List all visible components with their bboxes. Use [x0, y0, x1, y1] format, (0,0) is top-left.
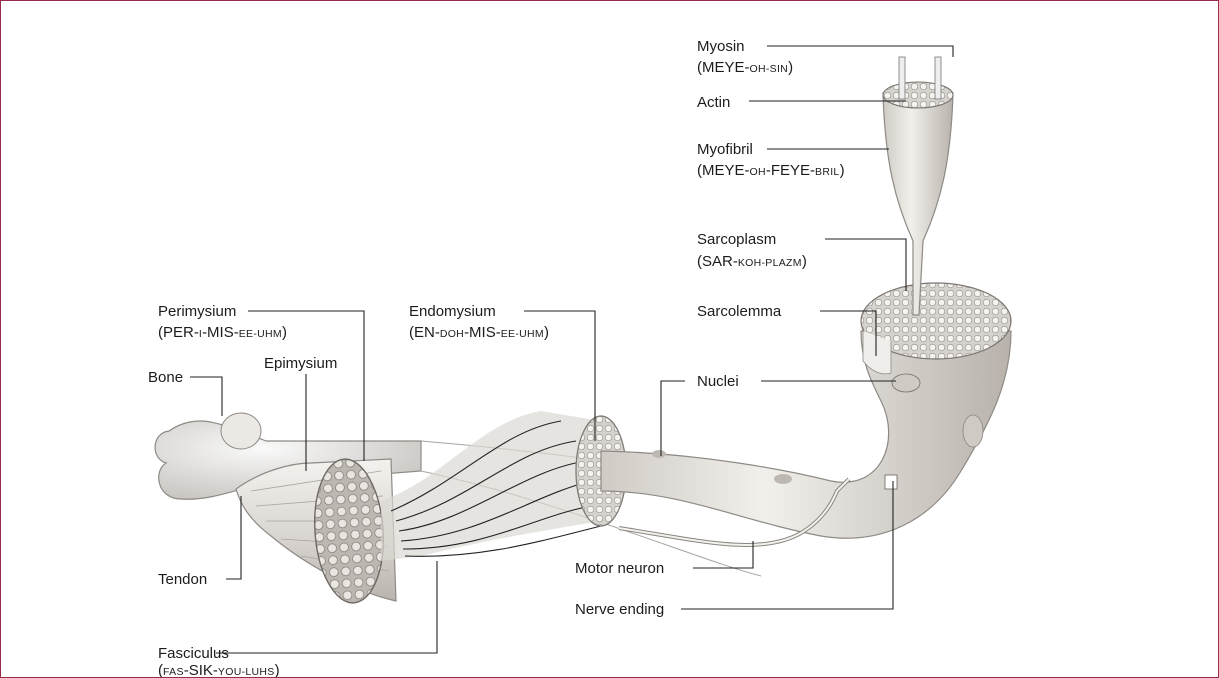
label-sarcolemma: Sarcolemma	[697, 302, 781, 321]
label-bone: Bone	[148, 368, 183, 387]
label-tendon: Tendon	[158, 570, 207, 589]
pronunciation-segment: YOU-LUHS	[218, 666, 275, 678]
pronunciation-segment: FAS	[163, 666, 184, 678]
pronunciation-segment: (EN-	[409, 324, 440, 341]
pronunciation-segment: BRIL	[815, 166, 840, 178]
pronunciation-segment: -SIK-	[184, 662, 218, 678]
pronunciation-segment: DOH	[440, 328, 464, 340]
label-nerve-ending: Nerve ending	[575, 600, 664, 619]
pronunciation-endomysium: (EN-DOH-MIS-EE-UHM)	[409, 323, 549, 344]
pronunciation-segment: (MEYE-	[697, 162, 750, 179]
pronunciation-segment: )	[282, 324, 287, 341]
label-perimysium: Perimysium	[158, 302, 236, 321]
pronunciation-segment: -MIS-	[464, 324, 501, 341]
pronunciation-segment: )	[275, 662, 280, 678]
epimysium-shape	[236, 457, 396, 605]
pronunciation-segment: KOH-PLAZM	[738, 257, 802, 269]
pronunciation-myofibril: (MEYE-OH-FEYE-BRIL)	[697, 161, 845, 182]
pronunciation-segment: (PER-	[158, 324, 199, 341]
label-actin: Actin	[697, 93, 730, 112]
pronunciation-sarcoplasm: (SAR-KOH-PLAZM)	[697, 252, 807, 273]
pronunciation-segment: (SAR-	[697, 253, 738, 270]
pronunciation-segment: -MIS-	[202, 324, 239, 341]
label-epimysium: Epimysium	[264, 354, 337, 373]
label-nuclei: Nuclei	[697, 372, 739, 391]
pronunciation-segment: )	[788, 59, 793, 76]
pronunciation-segment: (MEYE-	[697, 59, 750, 76]
fascicle-bundle-shape	[381, 411, 626, 561]
pronunciation-segment: )	[802, 253, 807, 270]
pronunciation-segment: OH-SIN	[750, 63, 789, 75]
muscle-fiber-shape	[601, 283, 1011, 538]
label-myofibril: Myofibril	[697, 140, 753, 159]
label-sarcoplasm: Sarcoplasm	[697, 230, 776, 249]
pronunciation-segment: OH	[750, 166, 766, 178]
leader-lines	[190, 46, 953, 653]
pronunciation-segment: )	[840, 162, 845, 179]
label-myosin: Myosin	[697, 37, 745, 56]
pronunciation-segment: -FEYE-	[766, 162, 815, 179]
pronunciation-perimysium: (PER-I-MIS-EE-UHM)	[158, 323, 287, 344]
pronunciation-segment: EE-UHM	[501, 328, 544, 340]
label-motor-neuron: Motor neuron	[575, 559, 664, 578]
myofibril-shape	[883, 57, 953, 315]
pronunciation-segment: EE-UHM	[239, 328, 282, 340]
label-endomysium: Endomysium	[409, 302, 496, 321]
pronunciation-fasciculus: (FAS-SIK-YOU-LUHS)	[158, 661, 280, 678]
pronunciation-myosin: (MEYE-OH-SIN)	[697, 58, 793, 79]
pronunciation-segment: )	[544, 324, 549, 341]
